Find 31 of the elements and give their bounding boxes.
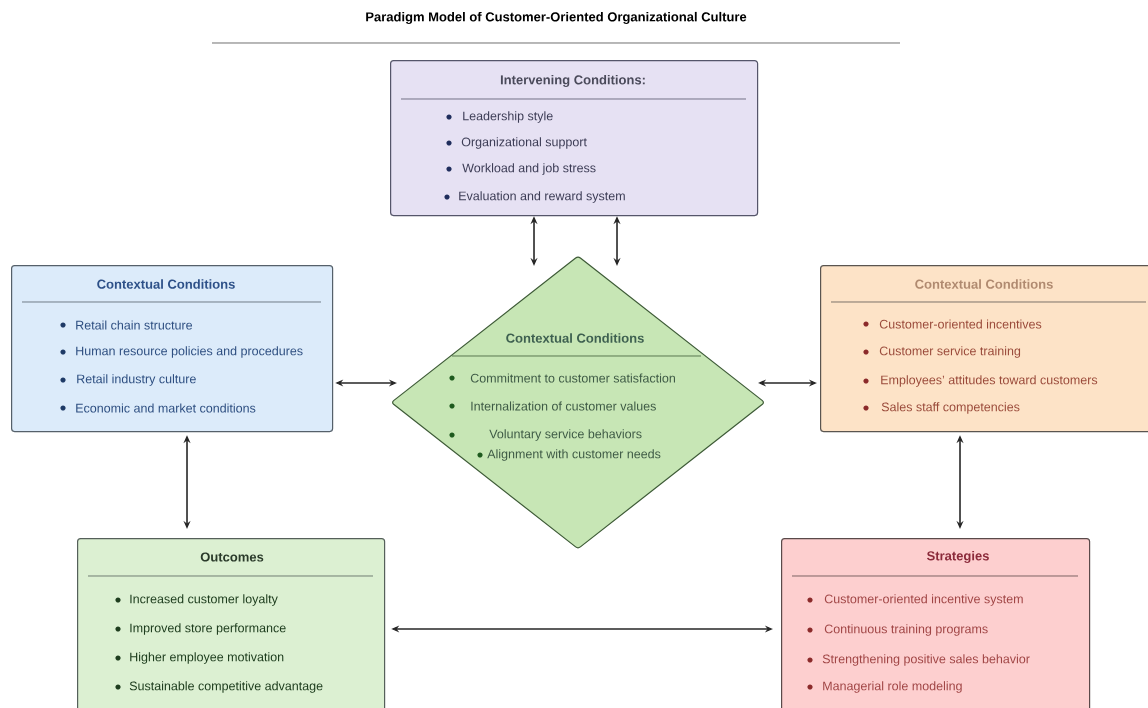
bullet-item: Evaluation and reward system [444,191,625,203]
bullet-item: Customer-oriented incentives [863,319,1042,329]
bullet-item: Customer service training [863,346,1021,358]
box-heading: Contextual Conditions [506,333,644,343]
bullet-item: Organizational support [446,137,587,149]
box-heading: Outcomes [200,552,264,562]
bullet-item: Commitment to customer satisfaction [449,373,675,383]
title: Paradigm Model of Customer-Oriented Organizational Culture [366,11,747,25]
box-heading: Intervening Conditions: [500,74,645,88]
bullet-item: Customer-oriented incentive system [807,594,1023,606]
bullet-item: Employees’ attitudes toward customers [863,375,1098,387]
bullet-item: Retail chain structure [60,320,193,330]
bullet-item: Continuous training programs [807,624,988,636]
box-heading: Contextual Conditions [97,279,235,289]
bullet-item: Internalization of customer values [449,401,656,411]
bullet-item: Sustainable competitive advantage [115,681,323,693]
bullet-item: Voluntary service behaviors [449,429,642,441]
bullet-item: Higher employee motivation [115,652,284,664]
bullet-item: Workload and job stress [446,163,596,175]
bullet-item: Managerial role modeling [807,681,962,693]
box-heading: Contextual Conditions [915,279,1053,289]
bullet-item: Leadership style [446,111,553,123]
bullet-item: Increased customer loyalty [115,594,278,606]
bullet-item: Sales staff competencies [863,402,1020,414]
box-heading: Strategies [926,550,989,564]
bullet-item: Economic and market conditions [60,403,256,413]
bullet-item: Retail industry culture [60,374,196,386]
bullet-item: Human resource policies and procedures [60,346,303,358]
bullet-item: Strengthening positive sales behavior [807,654,1030,666]
bullet-item: Alignment with customer needs [477,449,661,461]
bullet-item: Improved store performance [115,623,286,635]
